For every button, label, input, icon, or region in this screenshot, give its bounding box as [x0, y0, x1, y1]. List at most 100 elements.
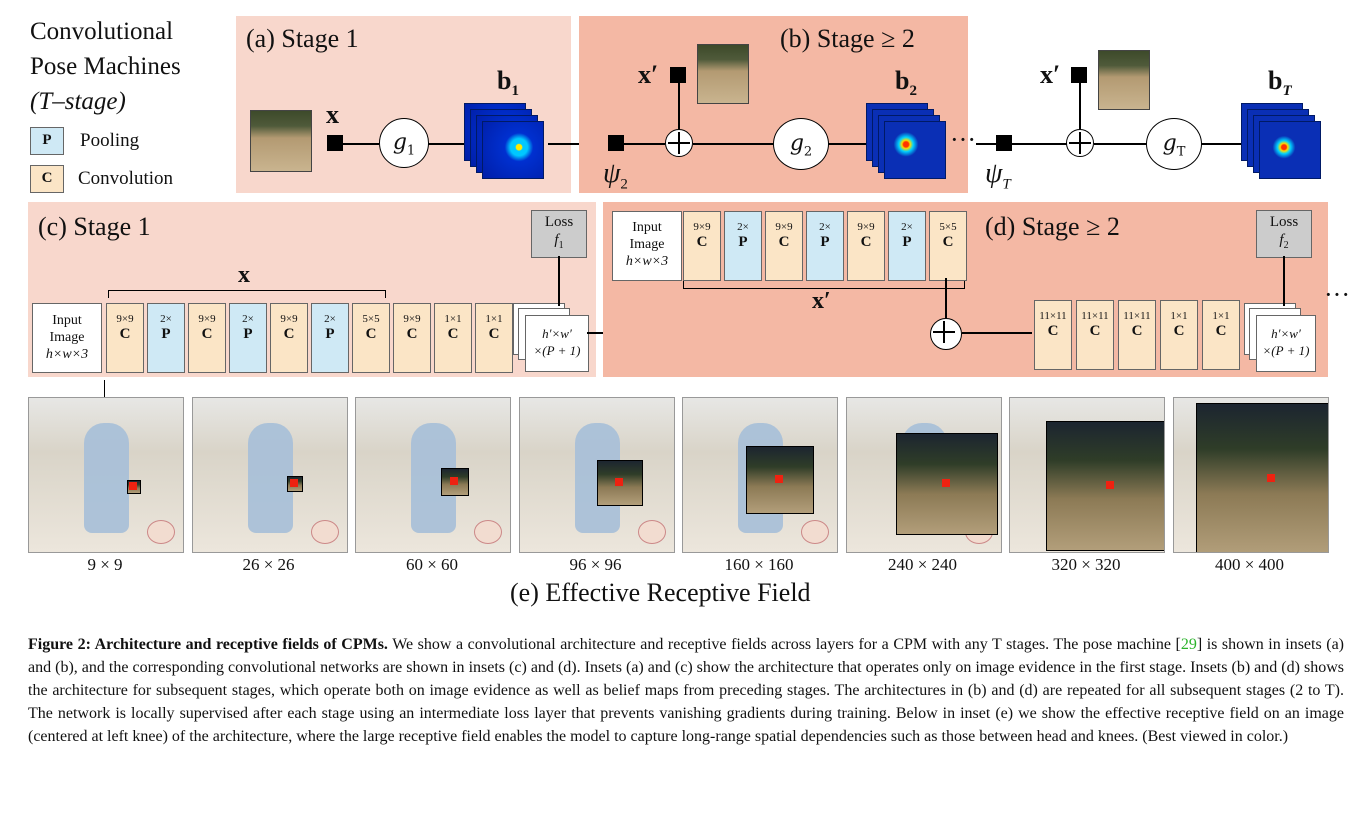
output-box-d: h′×w′ ×(P + 1) — [1256, 315, 1316, 372]
edge — [693, 143, 773, 145]
psiT-label: ψT — [985, 158, 1011, 193]
figure-caption: Figure 2: Architecture and receptive fie… — [28, 633, 1344, 748]
ball-icon — [147, 520, 175, 544]
layer-kernel: 5×5 — [362, 313, 380, 325]
receptive-field-window — [1046, 421, 1164, 551]
edge — [1012, 143, 1067, 145]
receptive-field-label: 26 × 26 — [242, 555, 295, 574]
knee-marker — [289, 479, 298, 487]
legend-title-line: Pose Machines — [30, 53, 181, 80]
xp-label-d: x′ — [812, 288, 831, 314]
bracket — [683, 281, 684, 289]
xp-node — [670, 67, 686, 83]
citation-link[interactable]: 29 — [1180, 636, 1197, 653]
layer-kernel: 1×1 — [485, 313, 503, 325]
layer-type: C — [488, 325, 500, 342]
legend-title: Convolutional Pose Machines (T–stage) — [30, 14, 181, 119]
layer-type: C — [1215, 322, 1227, 339]
layer-type: C — [283, 325, 295, 342]
knee-marker — [1106, 481, 1114, 489]
layer-type: C — [1173, 322, 1185, 339]
layer-type: C — [447, 325, 459, 342]
layer-kernel: 1×1 — [1212, 310, 1230, 322]
person-silhouette — [247, 423, 293, 533]
connector — [104, 380, 105, 388]
layer-kernel: 2× — [737, 221, 749, 233]
edge — [1283, 256, 1285, 306]
layer-type: C — [201, 325, 213, 342]
receptive-field-label: 60 × 60 — [405, 555, 459, 574]
connector — [104, 387, 105, 397]
layer-kernel: 9×9 — [775, 221, 793, 233]
edge — [624, 143, 665, 145]
receptive-field-image — [1172, 397, 1329, 553]
b1-label: b1 — [497, 66, 519, 100]
receptive-field-label: 240 × 240 — [887, 555, 958, 574]
ball-icon — [801, 520, 829, 544]
caption-text: ] is shown in insets (a) and (b), and th… — [28, 636, 1344, 745]
layer-type: C — [942, 233, 954, 250]
panel-d-title: (d) Stage ≥ 2 — [985, 212, 1120, 241]
sum-node — [1066, 129, 1094, 157]
psiT-node — [996, 135, 1012, 151]
receptive-field-image — [682, 397, 838, 553]
ball-icon — [637, 520, 666, 544]
layer-box: 2×P — [806, 211, 844, 281]
knee-marker — [614, 478, 623, 486]
caption-title: Figure 2: Architecture and receptive fie… — [28, 636, 388, 653]
layer-kernel: 2× — [324, 313, 336, 325]
sum-node — [930, 318, 962, 350]
layer-kernel: 9×9 — [116, 313, 134, 325]
edge — [558, 256, 560, 306]
loss-box-c: Loss f1 — [531, 210, 587, 258]
input-image-thumbnail — [250, 110, 312, 172]
legend-conv-label: Convolution — [78, 168, 174, 189]
layer-kernel: 9×9 — [198, 313, 216, 325]
x-label: x — [238, 262, 250, 288]
receptive-field-image — [28, 397, 184, 553]
x-label: x — [326, 100, 339, 129]
caption-text: We show a convolutional architecture and… — [387, 636, 1181, 653]
edge — [1094, 143, 1146, 145]
edge — [1079, 83, 1081, 129]
layer-type: P — [820, 233, 830, 250]
edge — [976, 143, 996, 145]
receptive-field-label: 400 × 400 — [1214, 555, 1285, 574]
output-box-c: h′×w′ ×(P + 1) — [525, 315, 589, 372]
belief-map-b1 — [482, 121, 544, 179]
edge — [343, 143, 379, 145]
psi2-label: ψ2 — [603, 158, 628, 193]
layer-type: C — [365, 325, 377, 342]
edge — [828, 143, 866, 145]
layer-kernel: 9×9 — [280, 313, 298, 325]
legend-title-line: Convolutional — [30, 18, 174, 45]
edge — [1201, 143, 1241, 145]
receptive-field-label: 320 × 320 — [1051, 555, 1121, 574]
knee-marker — [1266, 474, 1275, 482]
receptive-field-window — [1195, 403, 1328, 552]
layer-kernel: 9×9 — [693, 221, 711, 233]
xp-label: x′ — [638, 60, 659, 89]
receptive-field-label: 160 × 160 — [724, 555, 794, 574]
ball-icon — [310, 520, 339, 544]
layer-kernel: 9×9 — [403, 313, 421, 325]
bracket — [385, 290, 386, 298]
layer-box: 2×P — [888, 211, 926, 281]
layer-kernel: 2× — [819, 221, 831, 233]
knee-marker — [941, 479, 950, 487]
